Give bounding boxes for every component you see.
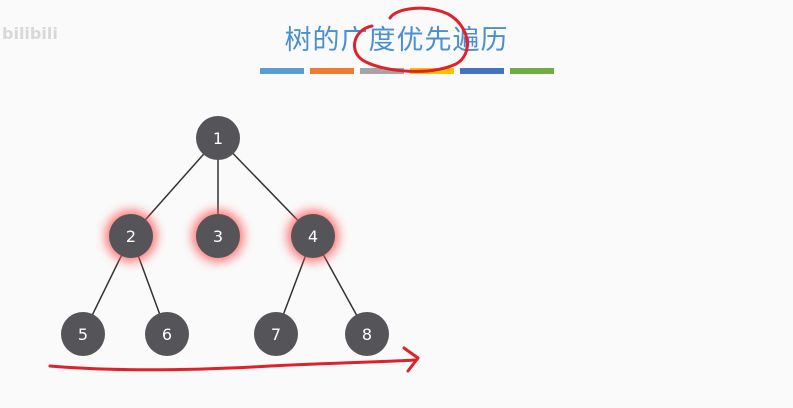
node-circle	[291, 214, 335, 258]
tree-node-8: 8	[345, 312, 389, 356]
accent-segment	[510, 68, 554, 74]
tree-node-5: 5	[61, 312, 105, 356]
tree-node-1: 1	[196, 116, 240, 160]
tree-node-6: 6	[145, 312, 189, 356]
node-label: 1	[213, 129, 223, 148]
tree-node-4: 4	[287, 210, 339, 262]
node-circle	[196, 116, 240, 160]
accent-segment	[260, 68, 304, 74]
ink-arrowhead	[402, 346, 420, 373]
tree-node-2: 2	[105, 210, 157, 262]
tree-nodes: 1 2 3 4 5 6 7 8	[61, 116, 389, 356]
slide-title: 树的广度优先遍历	[284, 25, 509, 56]
red-annotation-marks	[48, 6, 469, 373]
node-label: 4	[308, 227, 318, 246]
node-circle	[145, 312, 189, 356]
ink-circle-mark	[353, 6, 469, 73]
tree-node-3: 3	[192, 210, 244, 262]
node-label: 2	[126, 227, 136, 246]
node-circle	[61, 312, 105, 356]
accent-segment	[310, 68, 354, 74]
node-circle	[196, 214, 240, 258]
node-label: 7	[271, 325, 281, 344]
node-label: 8	[362, 325, 372, 344]
node-circle	[254, 312, 298, 356]
watermark-logo: bilibili	[2, 24, 58, 43]
node-label: 3	[213, 227, 223, 246]
node-label: 6	[162, 325, 172, 344]
ink-underline-arrow	[48, 358, 418, 372]
accent-segment	[460, 68, 504, 74]
node-circle	[109, 214, 153, 258]
tree-node-7: 7	[254, 312, 298, 356]
node-label: 5	[78, 325, 88, 344]
accent-segment	[360, 68, 404, 74]
node-circle	[345, 312, 389, 356]
